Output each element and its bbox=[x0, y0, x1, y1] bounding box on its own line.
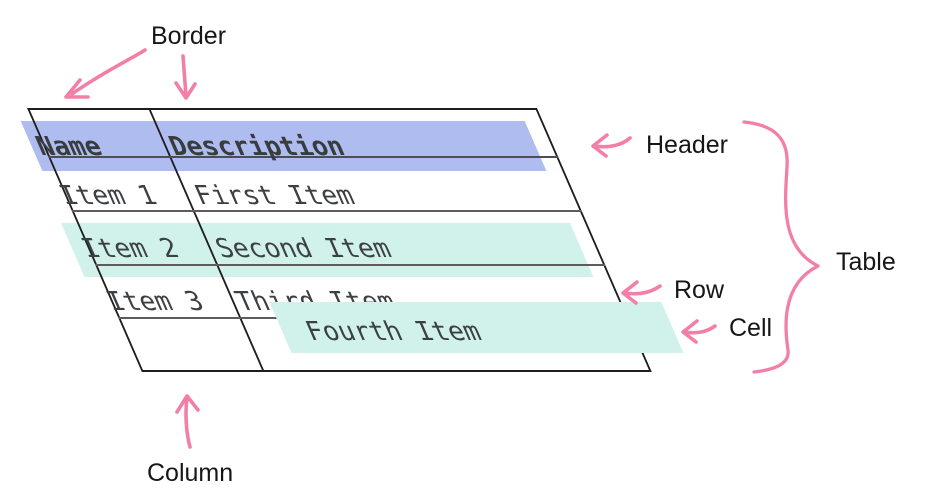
cell-arrow-icon bbox=[681, 319, 717, 344]
cell-second-item: Second Item bbox=[210, 234, 397, 264]
table-label: Table bbox=[836, 248, 896, 276]
cell-item3: Item 3 bbox=[101, 287, 209, 317]
header-label: Header bbox=[646, 131, 728, 159]
example-table: Name Description Item 1 First Item Item … bbox=[20, 108, 684, 372]
column-label: Column bbox=[147, 459, 234, 487]
cell-first-item: First Item bbox=[189, 181, 360, 211]
cell-fourth-item: Fourth Item bbox=[300, 317, 487, 347]
row-separator-line bbox=[94, 264, 606, 266]
border-arrow-straight-icon bbox=[174, 54, 197, 100]
border-label: Border bbox=[151, 22, 227, 50]
header-arrow-icon bbox=[591, 133, 632, 158]
row-arrow-icon bbox=[621, 280, 662, 305]
border-arrow-curved-icon bbox=[64, 48, 147, 99]
cell-item1: Item 1 bbox=[54, 181, 162, 211]
cell-highlight: Fourth Item bbox=[269, 302, 684, 353]
header-cell-name: Name bbox=[31, 132, 108, 162]
row-label: Row bbox=[674, 276, 725, 304]
header-cell-description: Description bbox=[164, 132, 350, 162]
column-arrow-icon bbox=[175, 394, 200, 449]
cell-label: Cell bbox=[729, 314, 773, 342]
cell-item2: Item 2 bbox=[76, 234, 184, 264]
